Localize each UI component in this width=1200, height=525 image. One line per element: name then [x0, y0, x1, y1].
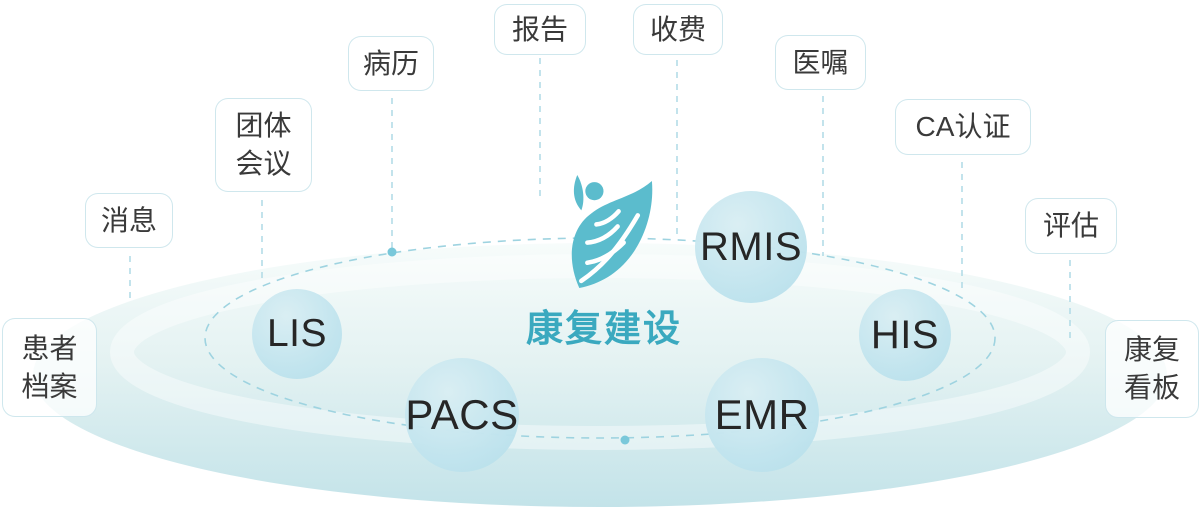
feature-tag-billing: 收费 [633, 4, 723, 55]
system-label: RMIS [700, 224, 802, 269]
system-label: HIS [870, 312, 940, 357]
feature-tag-doctor-order: 医嘱 [775, 35, 866, 90]
orbit-node-dot-top [387, 247, 397, 257]
feature-label: 团体 会议 [235, 110, 292, 179]
feature-label: 患者 档案 [21, 332, 78, 402]
system-circle-emr: EMR [705, 358, 819, 472]
feature-tag-ca-cert: CA认证 [895, 99, 1031, 155]
diagram-title: 康复建设 [526, 308, 682, 349]
orbit-dashed-ellipse [204, 237, 996, 439]
system-circle-lis: LIS [252, 289, 342, 379]
feature-tag-group-meeting: 团体 会议 [215, 98, 312, 192]
feature-label: 收费 [649, 13, 706, 45]
feature-label: 康复 看板 [1123, 334, 1180, 403]
feature-label: 消息 [100, 204, 157, 236]
feature-label: 病历 [362, 47, 419, 79]
feature-label: CA认证 [915, 111, 1011, 142]
system-circle-his: HIS [859, 289, 951, 381]
feature-tag-rehab-board: 康复 看板 [1105, 320, 1199, 418]
system-label: PACS [405, 391, 519, 438]
center-logo-block: 康复建设 [504, 174, 704, 352]
feature-label: 报告 [511, 13, 568, 45]
orbit-node-dot-bottom [620, 435, 630, 445]
feature-tag-assessment: 评估 [1025, 198, 1117, 254]
feature-label: 评估 [1042, 210, 1099, 241]
system-circle-pacs: PACS [405, 358, 519, 472]
feature-tag-patient-archive: 患者 档案 [2, 318, 97, 417]
system-label: LIS [266, 312, 328, 355]
feature-tag-report: 报告 [494, 4, 586, 55]
system-circle-rmis: RMIS [695, 191, 807, 303]
feature-tag-medical-record: 病历 [348, 36, 434, 91]
feature-label: 医嘱 [792, 46, 849, 78]
leaf-person-logo-icon [571, 175, 653, 288]
feature-tag-messages: 消息 [85, 193, 173, 248]
system-label: EMR [714, 391, 810, 438]
